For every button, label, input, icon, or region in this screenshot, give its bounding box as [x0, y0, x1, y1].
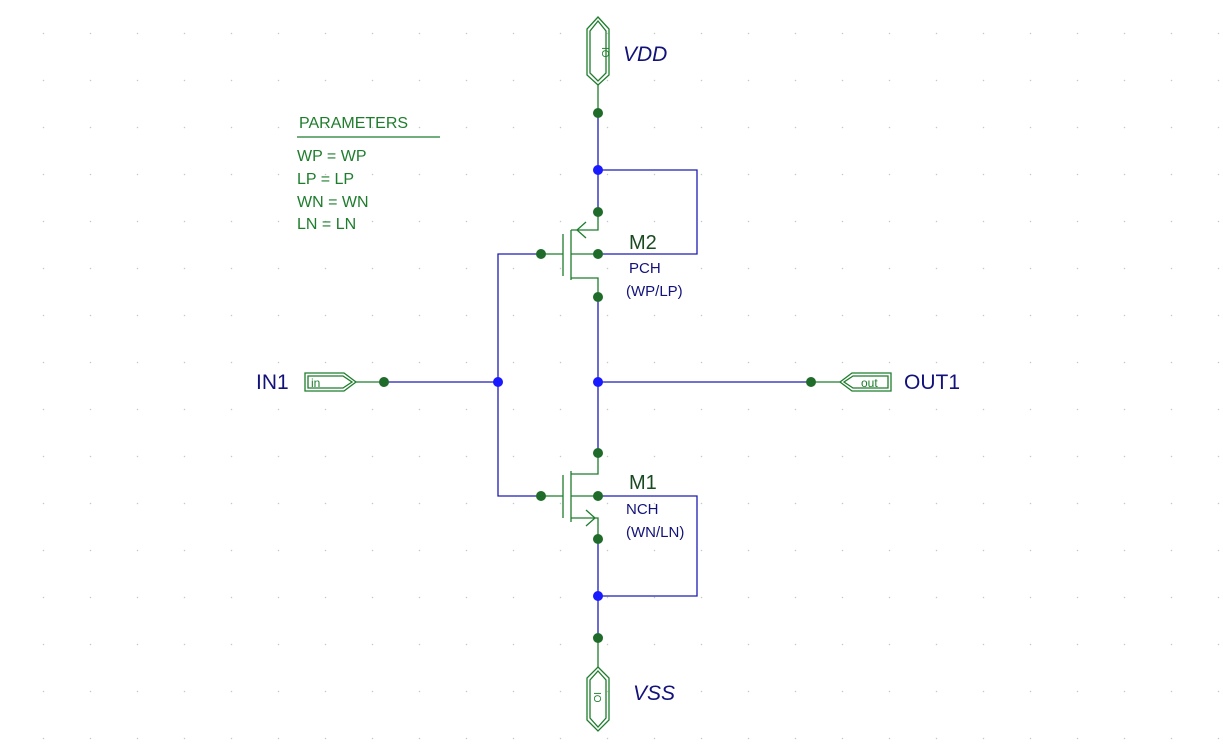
pin-dot [806, 377, 816, 387]
m2-source-lead [571, 212, 599, 231]
m2-arrow-icon [576, 221, 587, 239]
parameter-line: LP = LP [297, 171, 354, 188]
vss-port-outline [586, 666, 610, 732]
m1-source-lead [571, 517, 599, 539]
junction-node [493, 377, 503, 387]
vss-port-inner-outline [589, 670, 607, 728]
parameter-line: WN = WN [297, 194, 369, 211]
output-port-type: out [861, 376, 878, 390]
pin-dot [593, 534, 603, 544]
m1-arrow-icon [585, 509, 596, 527]
vdd-port-label: VDD [623, 43, 667, 66]
junction-node [593, 165, 603, 175]
parameters-block[interactable]: PARAMETERS WP = WP LP = LP WN = WN LN = … [297, 115, 440, 233]
parameter-line: LN = LN [297, 216, 356, 233]
output-port[interactable]: out OUT1 [811, 371, 960, 394]
pin-dot [536, 249, 546, 259]
junction-node [593, 591, 603, 601]
m1-model: NCH [626, 501, 659, 518]
m1-name: M1 [629, 472, 657, 494]
pin-dot [536, 491, 546, 501]
m2-model: PCH [629, 260, 661, 277]
pmos-transistor-m2[interactable]: M2 PCH (WP/LP) [541, 212, 683, 300]
pin-dot [593, 491, 603, 501]
vdd-port[interactable]: IO VDD [586, 16, 667, 113]
pin-dot [593, 207, 603, 217]
nmos-transistor-m1[interactable]: M1 NCH (WN/LN) [541, 453, 684, 541]
input-port-type: in [311, 376, 320, 390]
m1-size: (WN/LN) [626, 524, 684, 541]
wire-gate-bus [497, 253, 541, 497]
input-port-outline [304, 372, 358, 392]
vdd-port-inner-outline [589, 19, 607, 82]
wire-m1-body-tie [598, 495, 698, 597]
m2-size: (WP/LP) [626, 283, 683, 300]
parameters-title: PARAMETERS [299, 115, 408, 132]
vss-port-type: IO [591, 692, 602, 703]
output-port-outline [838, 372, 892, 392]
pin-dot [379, 377, 389, 387]
m2-drain-lead [571, 277, 599, 297]
m1-drain-lead [571, 453, 599, 475]
m2-name: M2 [629, 232, 657, 254]
wire-m2-body-tie [598, 169, 698, 255]
pin-dot [593, 249, 603, 259]
vss-port[interactable]: IO VSS [586, 638, 675, 732]
vss-port-label: VSS [633, 682, 675, 705]
vdd-port-type: IO [599, 47, 610, 58]
input-port-inner-outline [307, 375, 354, 389]
junction-nodes [493, 165, 603, 601]
pin-dot [593, 448, 603, 458]
pin-dot [593, 633, 603, 643]
input-port[interactable]: in IN1 [256, 371, 384, 394]
output-port-inner-outline [842, 375, 889, 389]
output-port-label: OUT1 [904, 371, 960, 394]
pin-dots [379, 108, 816, 643]
parameter-line: WP = WP [297, 148, 367, 165]
input-port-label: IN1 [256, 371, 289, 394]
pin-dot [593, 292, 603, 302]
wires [384, 113, 811, 638]
junction-node [593, 377, 603, 387]
pin-dot [593, 108, 603, 118]
